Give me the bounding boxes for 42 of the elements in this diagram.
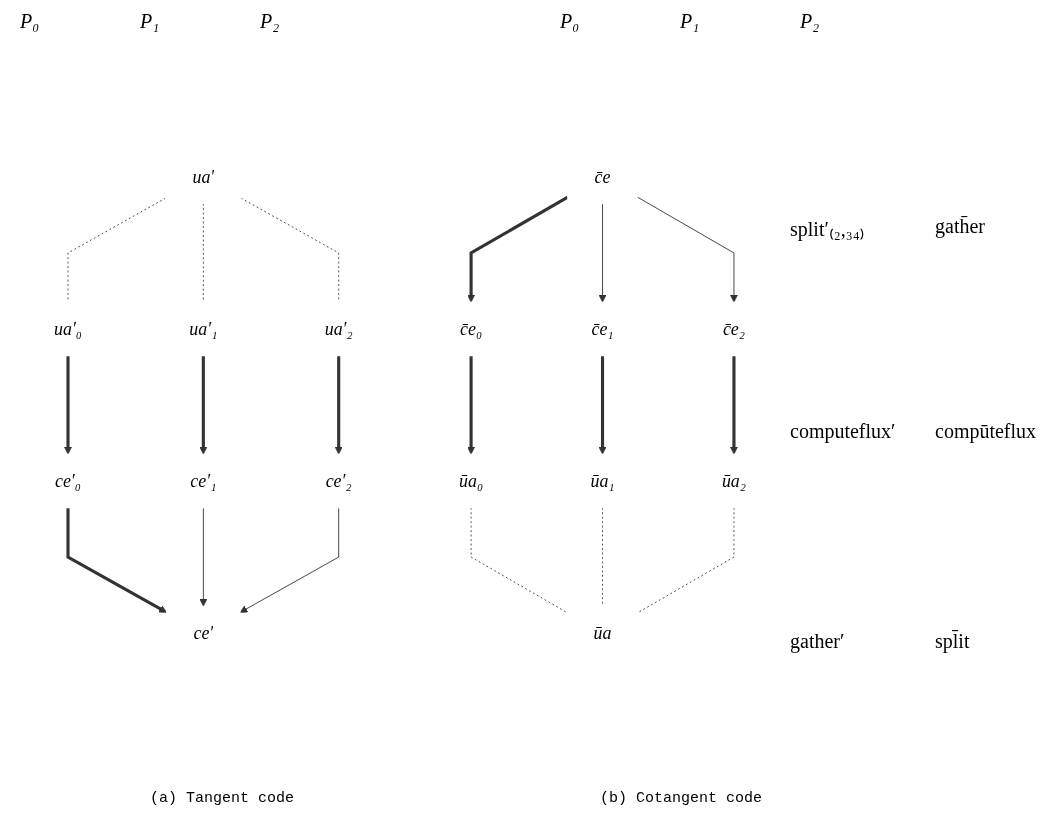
connector [470,507,568,613]
arrow [467,355,475,455]
step-label: gath̄er [935,215,985,238]
node-text: ce′₂ [325,471,352,491]
step-label: gather′ [790,630,845,653]
arrow [467,195,569,303]
arrow [64,355,72,455]
node-text: ua′₀ [53,319,83,339]
step-label: compūteflux [935,420,1037,443]
node-text: c̄e₁ [591,319,614,339]
node-text: ūa₁ [590,471,615,491]
node-text: ūa₂ [721,471,747,491]
caption: (b) Cotangent code [600,790,763,807]
processor-label: P₂ [260,10,280,33]
arrow [66,507,167,613]
arrow [730,355,738,455]
node-text: ua′₁ [189,319,218,339]
arrow [199,355,208,455]
node-text: ce′ [193,623,214,643]
node-text: ūa [593,623,612,643]
node-text: ua′ [192,167,215,187]
connector [602,507,603,607]
node-text: ua′₂ [324,319,353,339]
node-text: c̄e₀ [460,319,483,339]
processor-label: P₀ [20,10,40,33]
processor-label: P₀ [560,10,580,33]
step-label: spl̄it [935,630,970,653]
processor-label: P₁ [140,10,160,33]
step-label: split′₍₂,₃₄₎ [790,217,865,242]
node-text: c̄e₂ [722,319,746,339]
arrow [334,355,343,455]
node-text: ūa₀ [459,471,484,491]
node-text: c̄e [594,167,611,187]
node-text: ce′₁ [190,471,217,491]
connector [637,507,735,613]
processor-label: P₁ [680,10,700,33]
processor-label: P₂ [800,10,820,33]
step-label: computeflux′ [790,420,896,443]
connector [202,203,204,303]
node-text: ce′₀ [54,471,82,491]
caption: (a) Tangent code [150,790,295,807]
arrow [598,355,607,455]
